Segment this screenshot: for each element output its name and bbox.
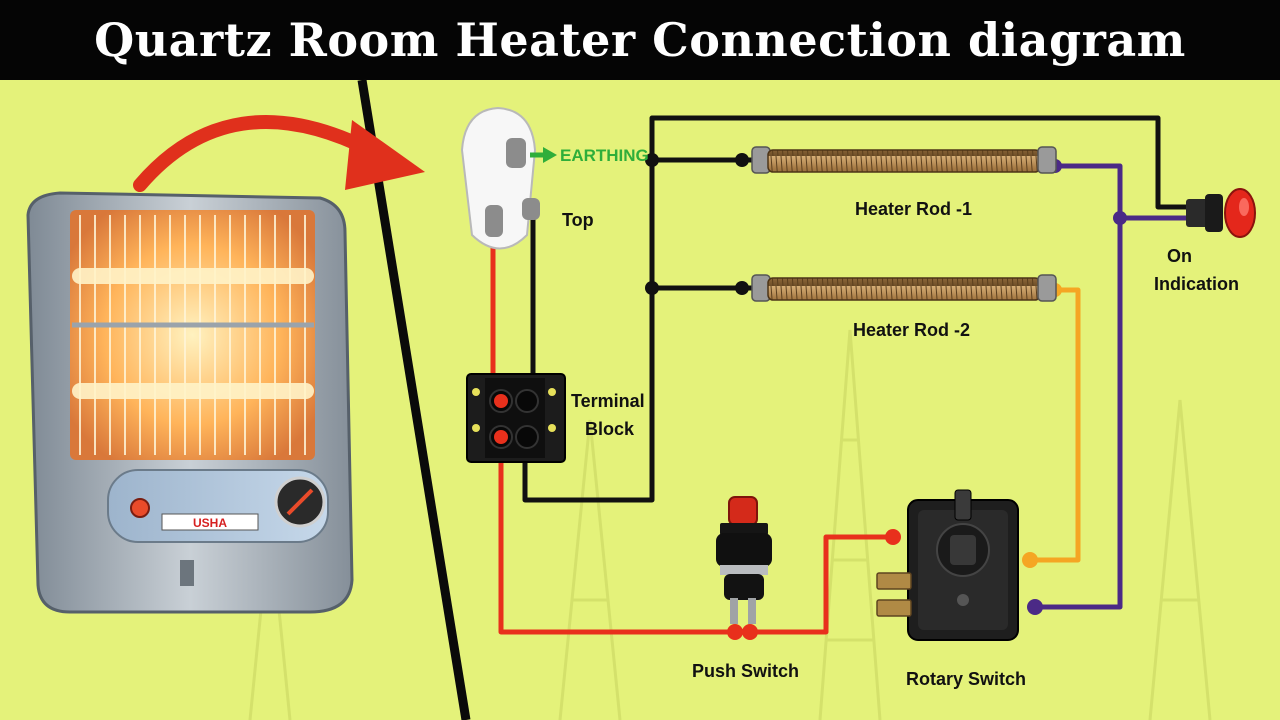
terminal-block-label-line1: Terminal	[571, 391, 645, 411]
terminal-block-icon	[466, 373, 566, 463]
terminal-block-label-line2: Block	[585, 419, 635, 439]
on-indication-label-line2: Indication	[1154, 274, 1239, 294]
push-switch-label: Push Switch	[692, 661, 799, 681]
three-pin-plug-icon	[460, 106, 540, 250]
plug-top-label: Top	[562, 210, 594, 230]
heater-rod-1-label: Heater Rod -1	[855, 199, 972, 219]
push-button-switch-icon	[716, 496, 772, 624]
earthing-arrow	[530, 147, 557, 163]
quartz-heater-illustration: USHA	[26, 191, 354, 614]
heater-brand: USHA	[193, 516, 227, 530]
indicator-lamp-icon	[1186, 188, 1256, 238]
earthing-label: EARTHING	[560, 146, 649, 165]
pointer-arrow	[133, 115, 425, 192]
junction-dots	[645, 153, 1127, 640]
divider-line	[357, 79, 471, 720]
rotary-switch-label: Rotary Switch	[906, 669, 1026, 689]
heater-rod-2	[751, 274, 1057, 302]
on-indication-label-line1: On	[1167, 246, 1192, 266]
heater-rod-1	[751, 146, 1057, 174]
heater-rod-2-label: Heater Rod -2	[853, 320, 970, 340]
wires	[490, 115, 1190, 635]
page-title: Quartz Room Heater Connection diagram	[94, 13, 1186, 67]
heater-lamp	[130, 498, 150, 518]
title-bar: Quartz Room Heater Connection diagram	[0, 0, 1280, 80]
rotary-switch-icon	[876, 489, 1019, 641]
